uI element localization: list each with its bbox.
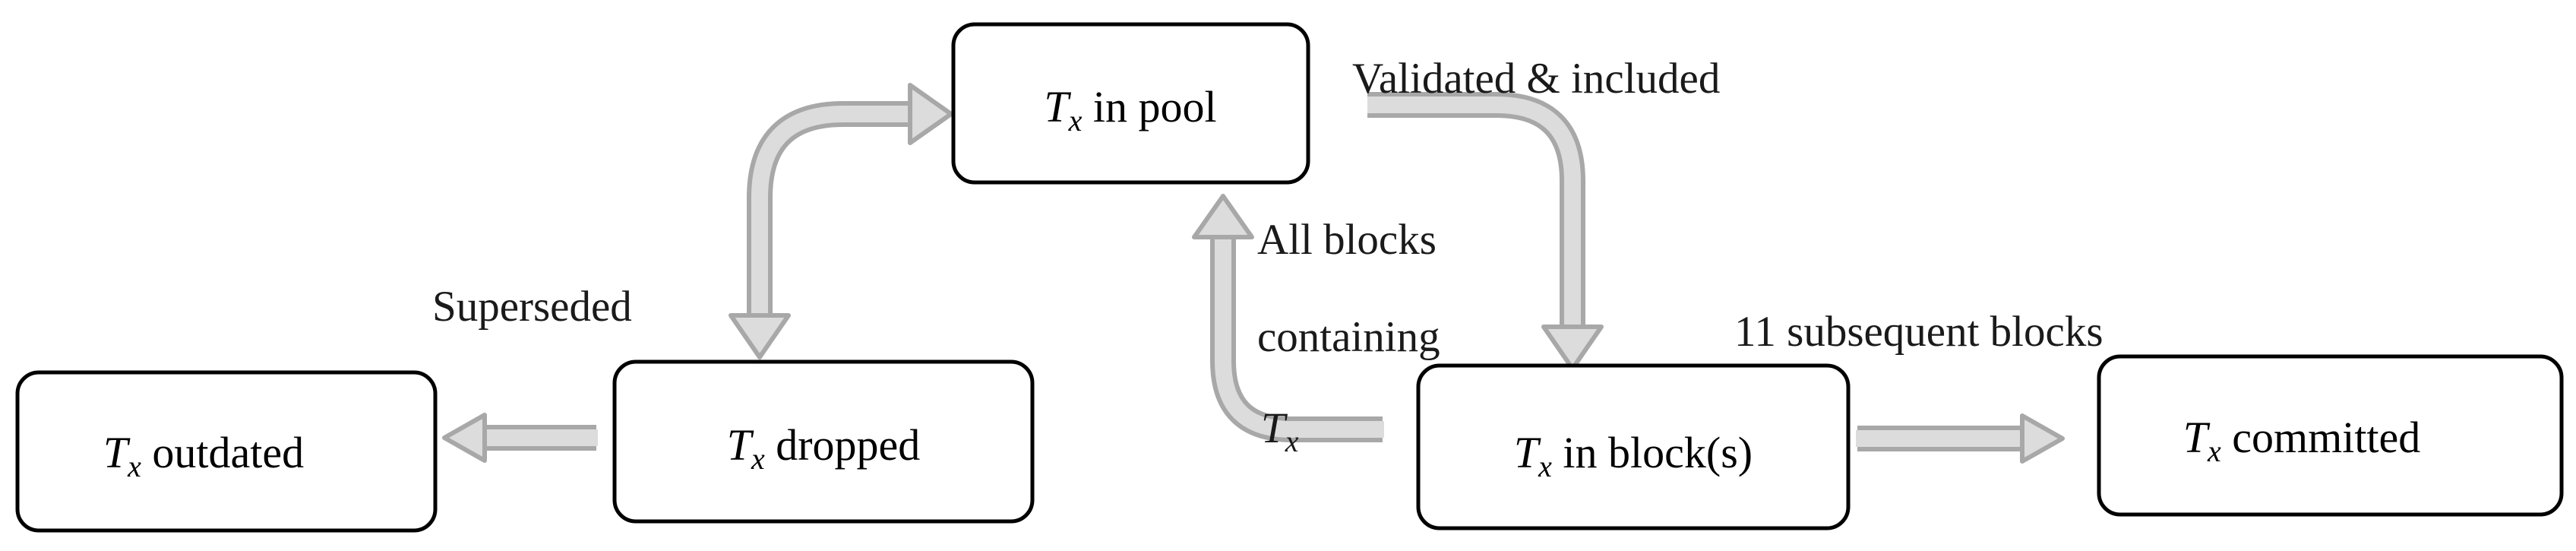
arrow-outdated <box>442 413 598 463</box>
svg-text:Tx in pool: Tx in pool <box>1044 82 1216 138</box>
arrow-committed <box>1856 413 2065 464</box>
label-reorg: All blocks containing Tx <box>1257 216 1440 458</box>
state-dropped-label: dropped <box>765 420 921 470</box>
state-in-block-var: T <box>1514 428 1541 477</box>
state-committed-sub: x <box>2207 434 2221 468</box>
state-pool: Tx in pool <box>951 22 1310 185</box>
state-outdated-var: T <box>103 428 131 477</box>
label-reorg-line1: All blocks <box>1257 216 1437 264</box>
svg-text:Tx dropped: Tx dropped <box>727 420 921 476</box>
state-dropped-var: T <box>727 420 754 470</box>
svg-text:Tx in block(s): Tx in block(s) <box>1514 428 1753 483</box>
state-in-block-label: in block(s) <box>1552 428 1753 477</box>
svg-text:Tx outdated: Tx outdated <box>103 428 304 483</box>
state-committed-var: T <box>2183 413 2211 462</box>
state-committed: Tx committed <box>2097 354 2564 517</box>
svg-text:Tx: Tx <box>1261 404 1299 458</box>
svg-text:Tx committed: Tx committed <box>2183 413 2421 468</box>
state-pool-sub: x <box>1068 103 1083 138</box>
state-outdated-sub: x <box>127 449 141 483</box>
state-in-block: Tx in block(s) <box>1416 363 1851 530</box>
label-reorg-line2: containing <box>1257 313 1440 361</box>
state-pool-var: T <box>1044 82 1071 131</box>
state-committed-label: committed <box>2221 413 2421 462</box>
label-subsequent-blocks: 11 subsequent blocks <box>1734 308 2103 356</box>
arrow-reorg <box>1192 194 1384 442</box>
state-pool-label: in pool <box>1082 82 1216 131</box>
state-outdated-label: outdated <box>141 428 304 477</box>
state-outdated: Tx outdated <box>15 370 438 533</box>
label-reorg-sub: x <box>1285 424 1299 458</box>
state-dropped: Tx dropped <box>612 359 1035 524</box>
arrow-superseded <box>729 83 953 359</box>
label-superseded: Superseded <box>432 283 632 331</box>
label-reorg-var: T <box>1261 404 1288 452</box>
arrow-validated <box>1367 92 1604 371</box>
label-validated-included: Validated & included <box>1352 55 1720 103</box>
state-dropped-sub: x <box>751 442 765 476</box>
state-in-block-sub: x <box>1538 449 1552 483</box>
